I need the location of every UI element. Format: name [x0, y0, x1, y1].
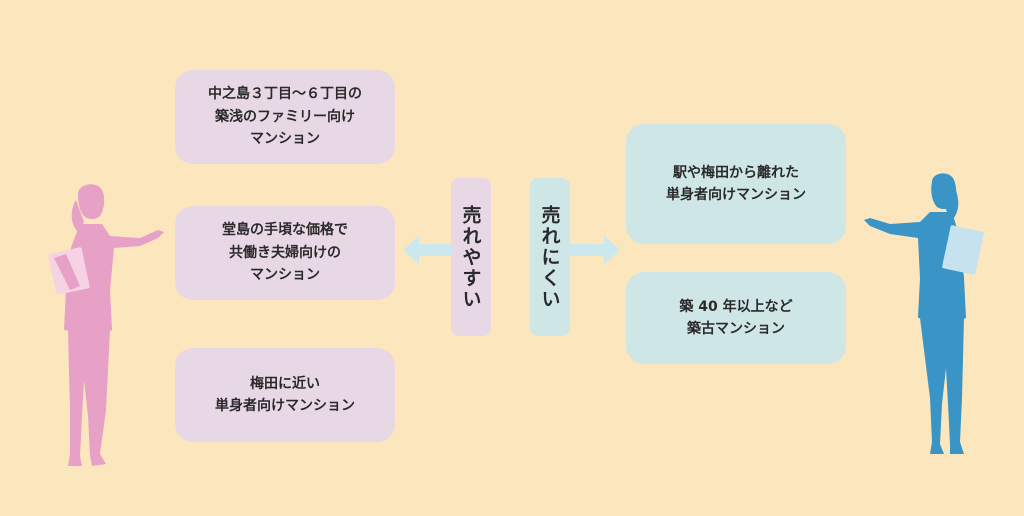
woman-presenting-right-icon	[864, 173, 984, 454]
woman-presenting-left-icon	[48, 184, 164, 466]
sell-easy-label: 売れやすい	[451, 178, 491, 336]
sell-easy-item-3: 梅田に近い 単身者向けマンション	[175, 348, 395, 442]
sell-easy-item-1: 中之島３丁目〜６丁目の 築浅のファミリー向け マンション	[175, 70, 395, 164]
sell-hard-item-2: 築 40 年以上など 築古マンション	[626, 272, 846, 364]
arrow-left-icon	[403, 236, 453, 264]
arrow-right-icon	[570, 236, 620, 264]
sell-hard-label: 売れにくい	[530, 178, 570, 336]
sell-easy-item-2: 堂島の手頃な価格で 共働き夫婦向けの マンション	[175, 206, 395, 300]
sell-hard-item-1: 駅や梅田から離れた 単身者向けマンション	[626, 124, 846, 244]
